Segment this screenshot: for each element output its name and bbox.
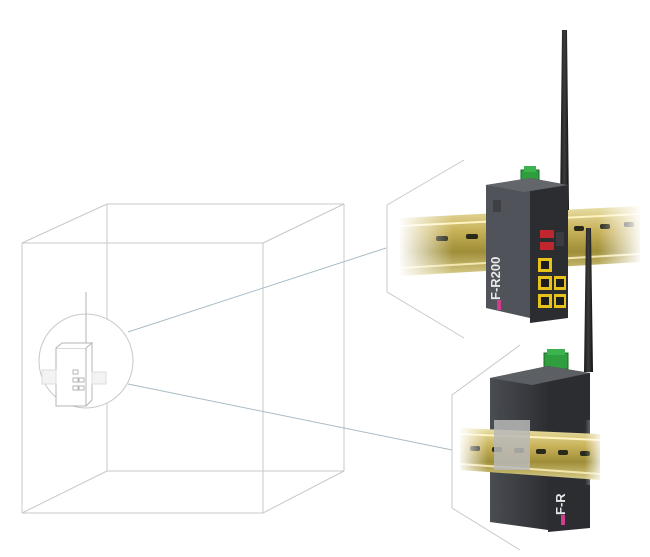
sim-slot-2 bbox=[540, 242, 554, 250]
model-label-partial: F-R bbox=[553, 493, 568, 515]
zoom-view-outlines bbox=[386, 159, 521, 551]
zoom-connector-lines bbox=[127, 247, 453, 451]
din-rail-lower bbox=[458, 420, 605, 485]
model-label: F-R200 bbox=[488, 257, 503, 300]
router-device-upper: F-R200 bbox=[486, 30, 569, 323]
router-device-lower-front: F-R bbox=[553, 493, 568, 525]
mini-device-sketch bbox=[41, 292, 107, 407]
zoom-circle bbox=[38, 292, 134, 409]
ethernet-port-icon bbox=[538, 258, 566, 308]
sim-slot-1 bbox=[540, 230, 554, 238]
antenna-icon bbox=[560, 30, 569, 210]
antenna-icon bbox=[584, 228, 593, 372]
